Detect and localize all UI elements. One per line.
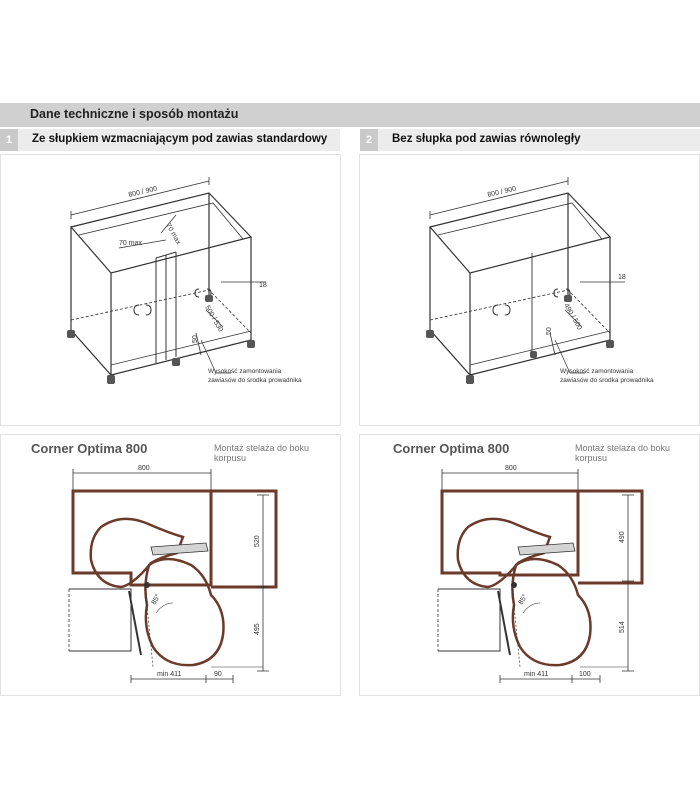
right-upper-dim-right: 490 — [619, 531, 626, 543]
height-dim-right: 50 — [546, 327, 553, 335]
bottom-min-right: min 411 — [524, 671, 548, 678]
max-dim-left: 70 max — [119, 240, 142, 247]
header-bar: Dane techniczne i sposób montażu — [0, 103, 700, 127]
angle-label-right: 85° — [517, 593, 529, 606]
height-dim-left: 50 — [192, 335, 199, 343]
plan-drawing-left: Corner Optima 800 Montaż stelaża do boku… — [0, 434, 341, 696]
plan-title-left: Corner Optima 800 — [31, 441, 148, 456]
section-number-2: 2 — [360, 129, 378, 151]
note-line1-left: Wysokość zamontowania — [208, 368, 282, 375]
right-lower-dim-right: 514 — [619, 621, 626, 633]
note-line2-left: zawiasów do środka prowadnika — [208, 377, 302, 384]
section-title-2: Bez słupka pod zawias równoległy — [392, 133, 581, 145]
section-number-1: 1 — [0, 129, 18, 151]
plan-subtitle-right: Montaż stelaża do boku korpusu — [575, 443, 671, 463]
side-dim-left: 18 — [259, 282, 267, 289]
plan-subtitle-left: Montaż stelaża do boku korpusu — [214, 443, 310, 463]
cabinet-drawing-right: 800 / 900 18 490 / 500 50 Wysokość zamon… — [359, 154, 700, 426]
cabinet-svg-left: 800 / 900 70 max 70 max 18 500 / 530 50 … — [67, 177, 302, 384]
section-bar-1: 1 Ze słupkiem wzmacniającym pod zawias s… — [0, 129, 340, 151]
cabinet-svg-right: 800 / 900 18 490 / 500 50 Wysokość zamon… — [426, 177, 654, 384]
plan-svg-right: 800 85° 490 514 min 411 100 — [437, 465, 644, 683]
right-lower-dim-left: 495 — [254, 623, 261, 635]
header-title: Dane techniczne i sposób montażu — [30, 107, 239, 121]
plan-drawing-right: Corner Optima 800 Montaż stelaża do boku… — [359, 434, 700, 696]
plan-title-right: Corner Optima 800 — [393, 441, 510, 456]
depth-dim-left: 500 / 530 — [203, 305, 224, 334]
note-line1-right: Wysokość zamontowania — [560, 368, 634, 375]
top-dim-left: 800 — [138, 465, 150, 472]
section-title-1: Ze słupkiem wzmacniającym pod zawias sta… — [32, 133, 328, 145]
bottom-min-left: min 411 — [157, 671, 181, 678]
bottom-gap-right: 100 — [579, 671, 591, 678]
slope-dim-left: 70 max — [164, 223, 182, 247]
side-dim-right: 18 — [618, 274, 626, 281]
plan-svg-left: 800 85° 520 495 min — [68, 465, 278, 683]
top-dim-right: 800 — [505, 465, 517, 472]
note-line2-right: zawiasów do środka prowadnika — [560, 377, 654, 384]
angle-label-left: 85° — [150, 593, 162, 606]
right-upper-dim-left: 520 — [254, 535, 261, 547]
depth-dim-right: 490 / 500 — [562, 303, 583, 332]
section-bar-2: 2 Bez słupka pod zawias równoległy — [360, 129, 700, 151]
cabinet-drawing-left: 800 / 900 70 max 70 max 18 500 / 530 50 … — [0, 154, 341, 426]
bottom-gap-left: 90 — [214, 671, 222, 678]
